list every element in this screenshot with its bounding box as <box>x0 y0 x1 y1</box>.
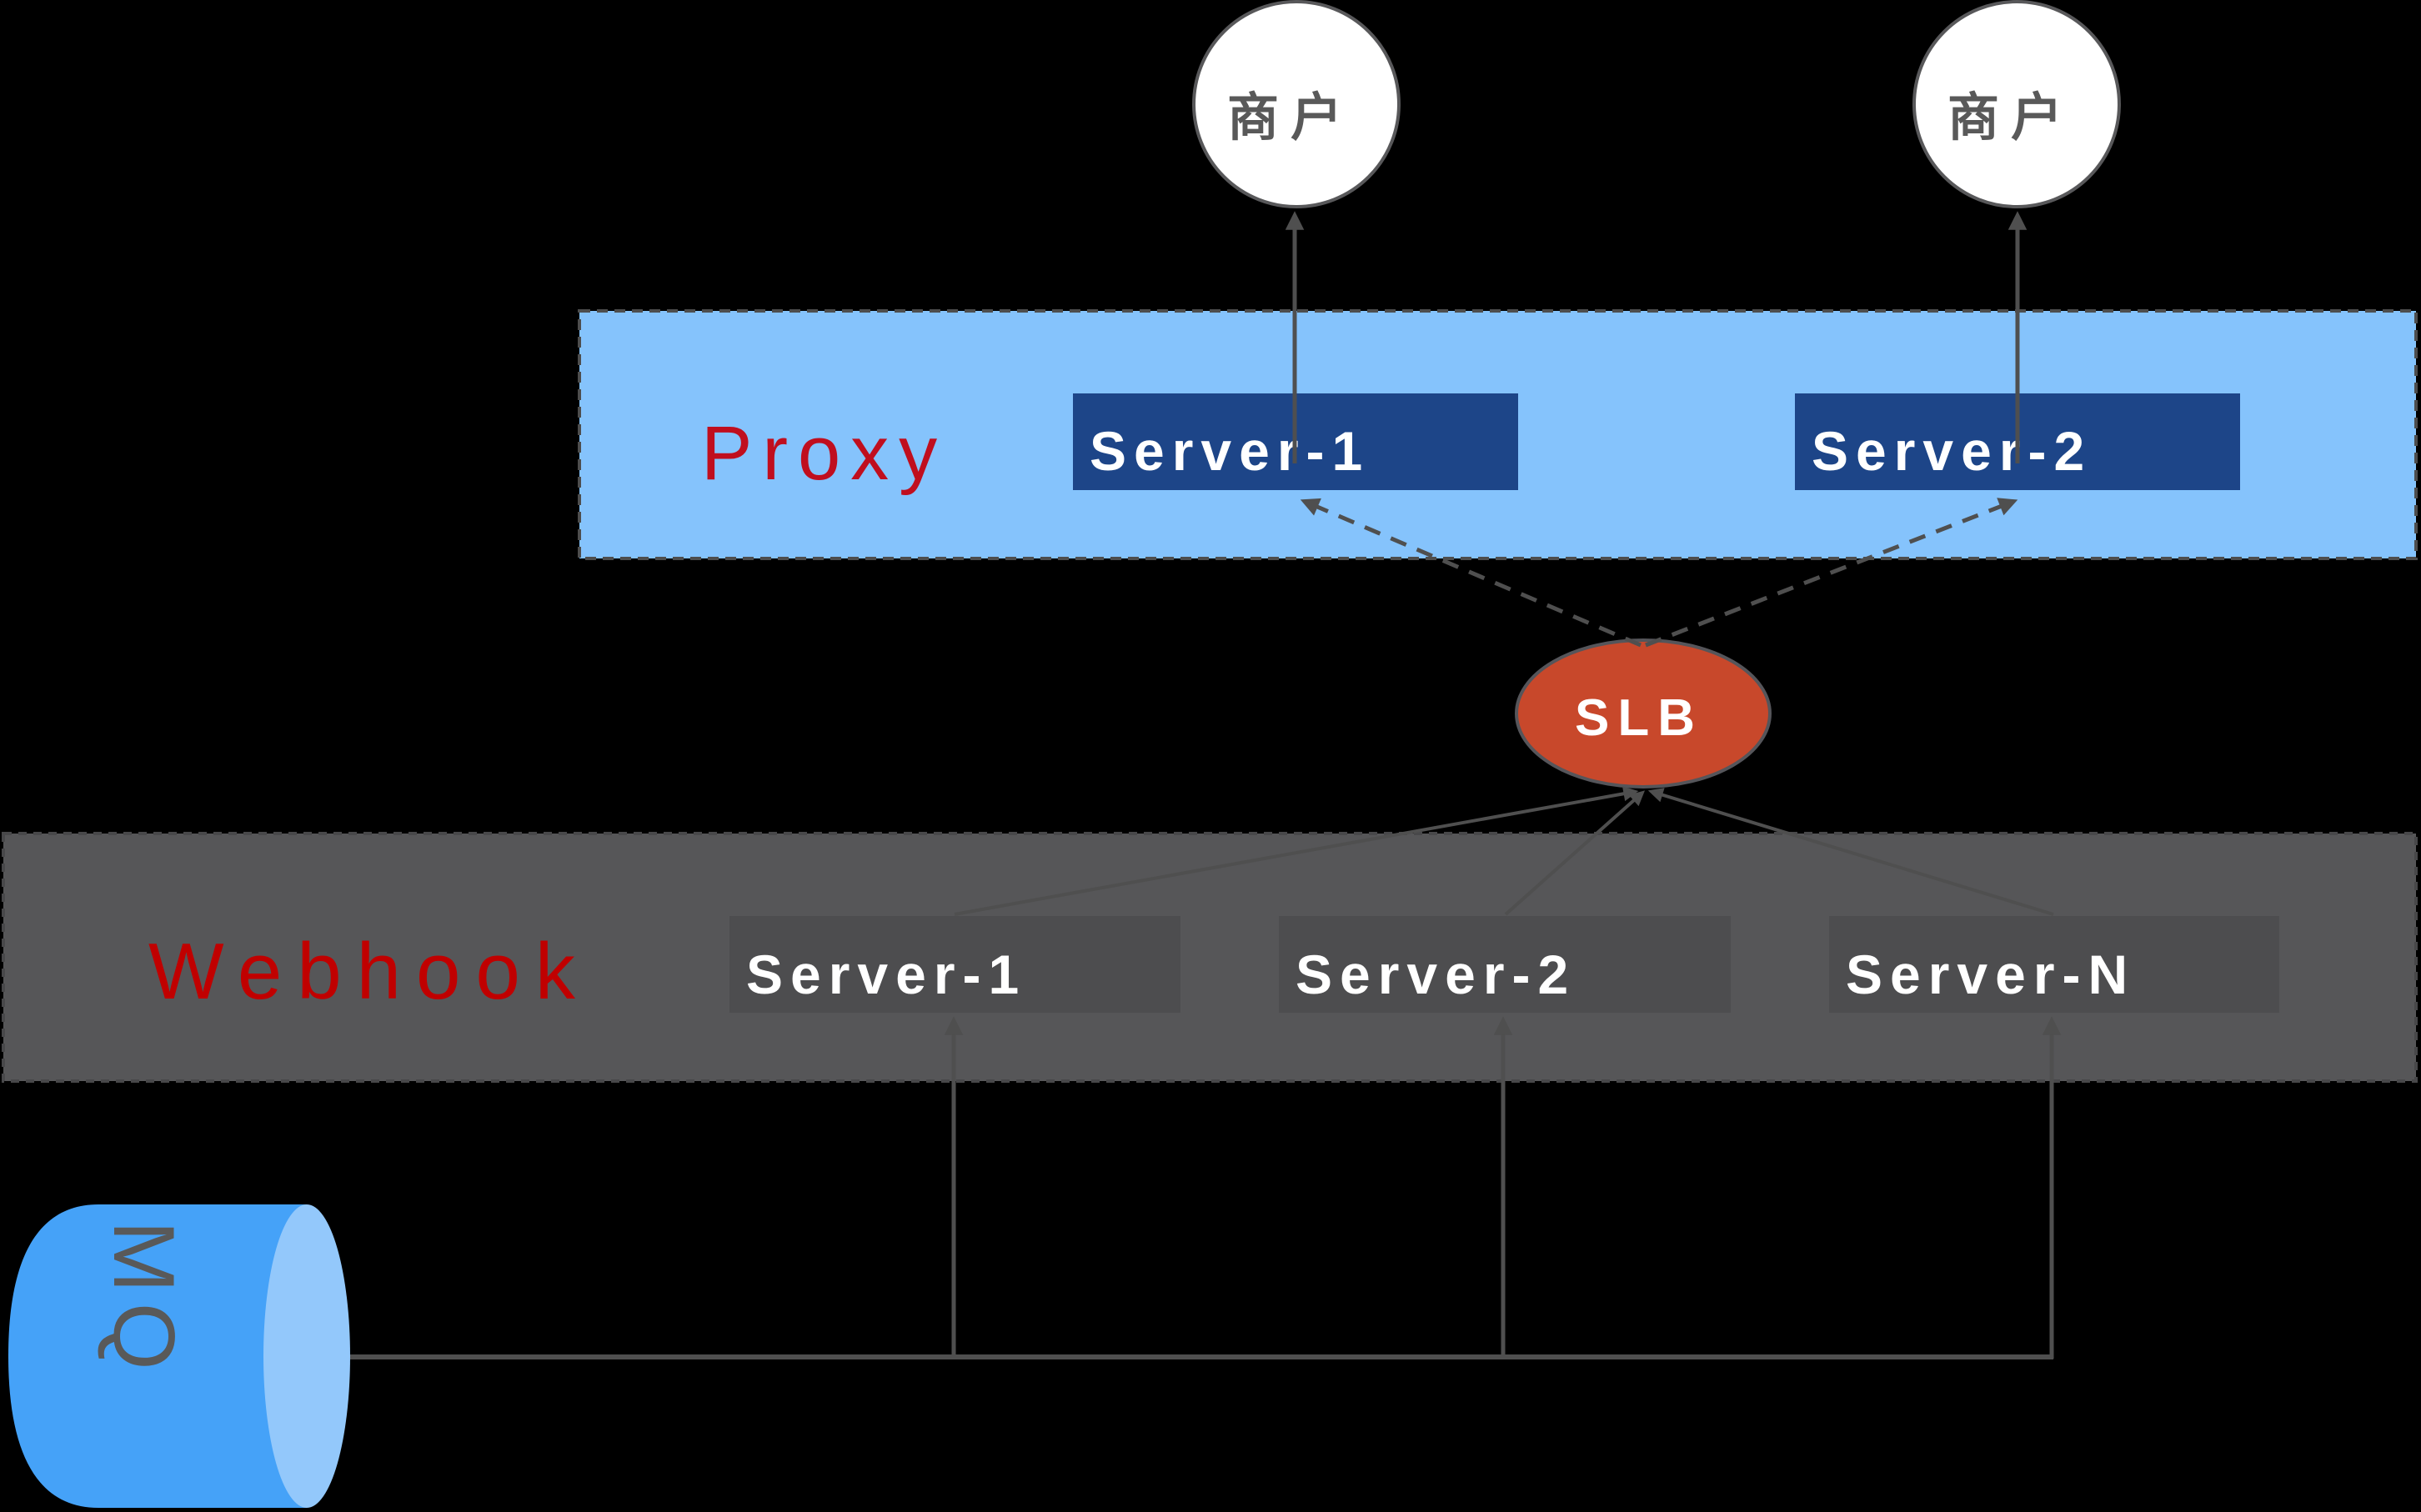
webhook-server-n-label: Server-N <box>1846 944 2135 1005</box>
proxy-server-1-label: Server-1 <box>1090 420 1370 482</box>
webhook-server-2-box <box>1279 916 1731 1013</box>
mq-cylinder-cap <box>263 1204 350 1508</box>
webhook-server-2-label: Server-2 <box>1296 944 1576 1005</box>
dashed-arrow-slb-to-proxy-server-1 <box>1300 498 1642 648</box>
merchant-2-node <box>1912 0 2121 208</box>
webhook-layer-label: Webhook <box>148 927 590 1016</box>
arrow-webhook-server-n-to-slb <box>1647 788 2054 916</box>
webhook-server-1-label: Server-1 <box>746 944 1026 1005</box>
arrow-webhook-server-2-to-slb <box>1504 790 1646 916</box>
proxy-server-2-label: Server-2 <box>1812 420 2092 482</box>
arrow-webhook-server-1-to-slb <box>954 786 1639 916</box>
merchant-1-node <box>1192 0 1401 208</box>
slb-node <box>1515 638 1772 789</box>
mq-cylinder-body <box>8 1204 307 1508</box>
webhook-server-n-box <box>1829 916 2279 1013</box>
slb-label: SLB <box>1575 689 1703 747</box>
merchant-2-label: 商户 <box>1947 89 2074 147</box>
proxy-layer-label: Proxy <box>701 411 947 496</box>
webhook-server-1-box <box>729 916 1180 1013</box>
dashed-arrow-slb-to-proxy-server-2 <box>1645 498 2018 648</box>
mq-label: MQ <box>95 1220 192 1380</box>
merchant-1-label: 商户 <box>1227 89 1354 147</box>
